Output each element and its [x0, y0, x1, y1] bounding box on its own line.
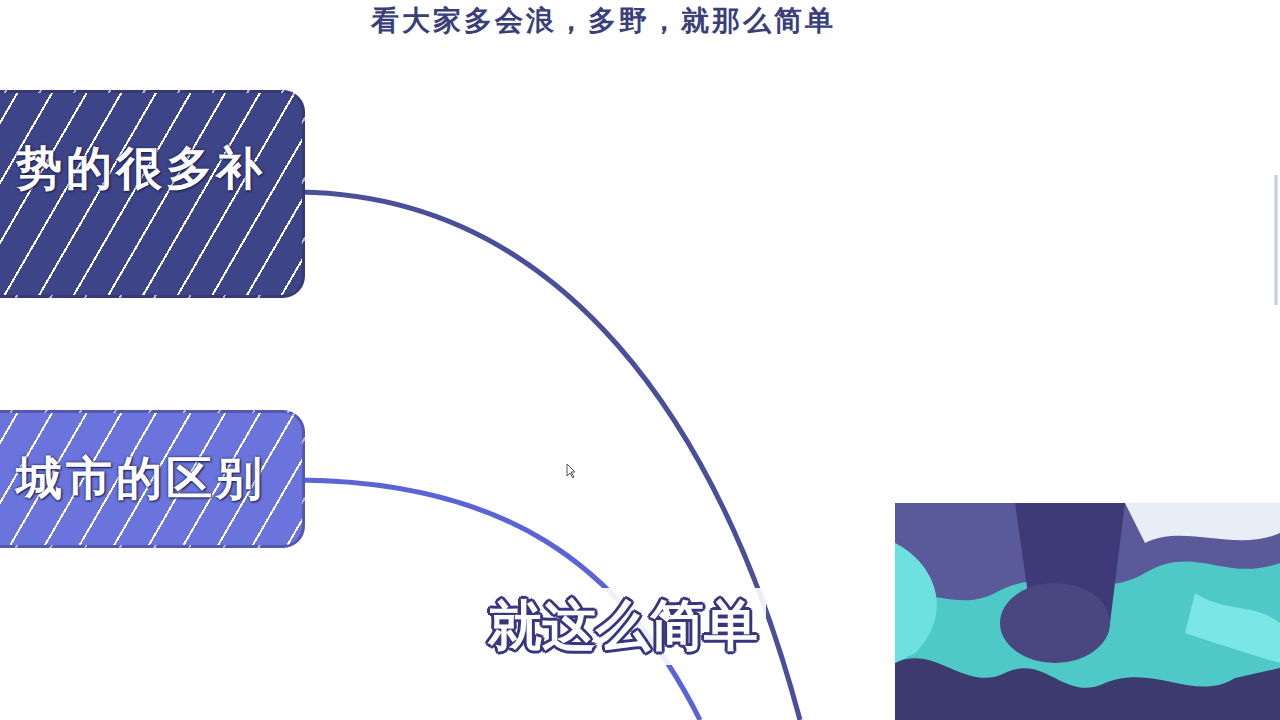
- mindmap-box: 城市的区别: [0, 410, 305, 548]
- box-label: 势的很多补: [16, 138, 266, 200]
- branch-curve: [300, 192, 800, 720]
- slide-title: 看大家多会浪，多野，就那么简单: [0, 2, 1206, 40]
- mouse-cursor: [567, 464, 575, 478]
- mindmap-box: 势的很多补: [0, 90, 305, 298]
- video-thumbnail: [895, 503, 1280, 720]
- box-label: 城市的区别: [16, 448, 266, 510]
- edge-mark: [1275, 175, 1278, 305]
- video-subtitle: 就这么简单: [480, 588, 766, 665]
